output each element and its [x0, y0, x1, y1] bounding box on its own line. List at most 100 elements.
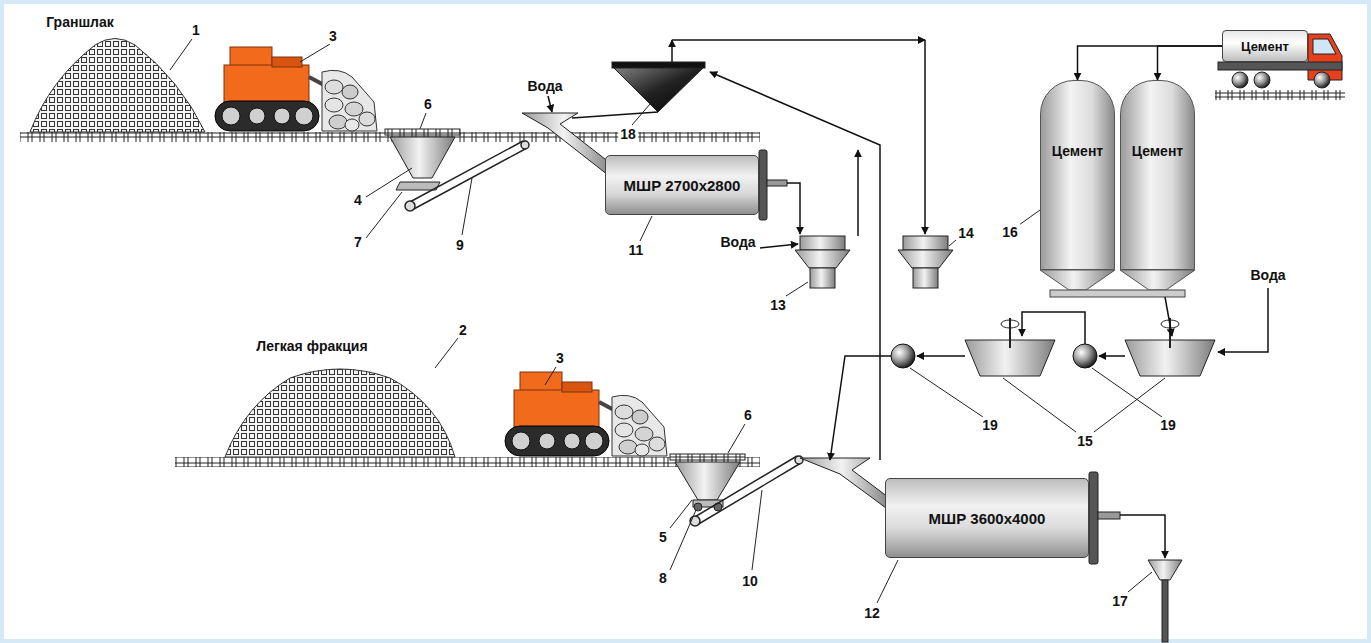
callout-number: 6: [422, 96, 434, 112]
classifier: [810, 268, 835, 288]
leader-line: [420, 113, 426, 129]
slurry-pump: [891, 344, 915, 368]
flow-line: [1218, 288, 1268, 352]
leader-line: [632, 104, 650, 125]
node-label: Цемент: [1241, 39, 1289, 54]
mixer: [1010, 318, 1170, 348]
cement-truck: [1218, 62, 1342, 70]
callout-number: 19: [1158, 417, 1178, 433]
classifier: [898, 250, 953, 268]
slurry-pump: [891, 344, 1097, 368]
ball-mill: МШР 2700х2800: [605, 155, 759, 215]
receiving-hopper: [675, 462, 740, 500]
receiving-hopper: [385, 129, 745, 500]
mill-end-cap: [1098, 512, 1120, 519]
silo-cone: [1120, 270, 1195, 290]
leader-line: [435, 338, 458, 368]
callout-number: 4: [352, 192, 364, 208]
callout-number: 19: [980, 417, 1000, 433]
callout-number: 17: [1110, 593, 1130, 609]
hydrocyclone: [612, 66, 705, 112]
callout-number: 9: [454, 237, 466, 253]
flow-line: [917, 355, 965, 357]
tanker-body: Цемент: [1222, 30, 1308, 62]
leader-line: [786, 282, 808, 296]
hydrocyclone: [612, 62, 705, 68]
callout-number: 10: [740, 573, 760, 589]
ground: [20, 90, 1345, 467]
leader-line: [1003, 378, 1165, 432]
leader-line: [1128, 572, 1152, 592]
bulldozer: [215, 47, 377, 131]
leader-line: [949, 240, 956, 246]
callout-number: 13: [768, 297, 788, 313]
callout-number: 12: [862, 605, 882, 621]
callout-number: 18: [618, 126, 638, 142]
belt-conveyor: [405, 201, 415, 211]
callout-number: 3: [554, 350, 566, 366]
node-label: МШР 3600х4000: [929, 510, 1046, 527]
silo-cone: [1050, 290, 1185, 297]
callout-number: 8: [657, 570, 669, 586]
bulldozer: [215, 47, 667, 456]
flow-connector: [1158, 46, 1223, 80]
mill-end-cap: [767, 180, 787, 186]
flow-line: [671, 40, 673, 62]
product-hopper: [1162, 580, 1168, 642]
classifier: [795, 250, 850, 268]
leader-line: [670, 500, 692, 528]
feeder: [694, 503, 702, 511]
material-pile: [30, 39, 205, 133]
receiving-hopper: [385, 129, 460, 135]
classifier: [903, 236, 948, 250]
callout-number: 6: [742, 407, 754, 423]
flow-line: [830, 356, 891, 460]
cement-silo: Цемент: [1040, 80, 1115, 270]
product-hopper: [1148, 560, 1182, 580]
slurry-pump: [1073, 344, 1097, 368]
flow-connector: [1078, 46, 1223, 80]
node-label: МШР 2700х2800: [624, 177, 741, 194]
leader-line: [366, 192, 402, 238]
product-hopper: [1148, 560, 1182, 642]
leader-line: [170, 39, 192, 70]
callout-number: 5: [657, 529, 669, 545]
mill-feed-chute: [522, 113, 614, 175]
leader-line: [670, 510, 696, 570]
flow-line: [548, 96, 552, 112]
belt-conveyor: [405, 141, 803, 526]
silo-cone: [1040, 270, 1195, 297]
receiving-hopper: [670, 454, 745, 460]
belt-conveyor: [521, 141, 529, 149]
mixer: [965, 318, 1215, 376]
bulldozer: [505, 372, 667, 456]
classifier: [913, 268, 938, 288]
material-pile: [225, 369, 455, 457]
flow-line: [548, 40, 1268, 558]
belt-conveyor: [408, 141, 527, 210]
leader-line: [545, 367, 556, 385]
leader-line: [366, 168, 412, 197]
leader-line: [1019, 210, 1040, 225]
silo-cone: [1040, 270, 1115, 290]
ball-mill: МШР 3600х4000: [885, 478, 1089, 558]
flow-line: [1165, 297, 1172, 336]
node-label: Цемент: [1052, 143, 1103, 159]
cement-truck: [1232, 72, 1248, 88]
text-label: Вода: [1248, 267, 1287, 283]
mill-feed-chute: [522, 113, 892, 508]
cement-truck: [1254, 72, 1270, 88]
text-label: Вода: [718, 234, 757, 250]
callout-number: 14: [956, 225, 976, 241]
leader-line: [728, 424, 745, 453]
flow-line: [572, 112, 658, 118]
flow-line: [924, 40, 926, 234]
leader-line: [877, 560, 898, 603]
leader-line: [170, 39, 1165, 603]
cement-truck: [1314, 72, 1330, 88]
mill-feed-chute: [800, 458, 892, 508]
callout-number: 16: [1000, 224, 1020, 240]
mill-end-cap: [759, 150, 767, 220]
classifier: [800, 236, 845, 250]
